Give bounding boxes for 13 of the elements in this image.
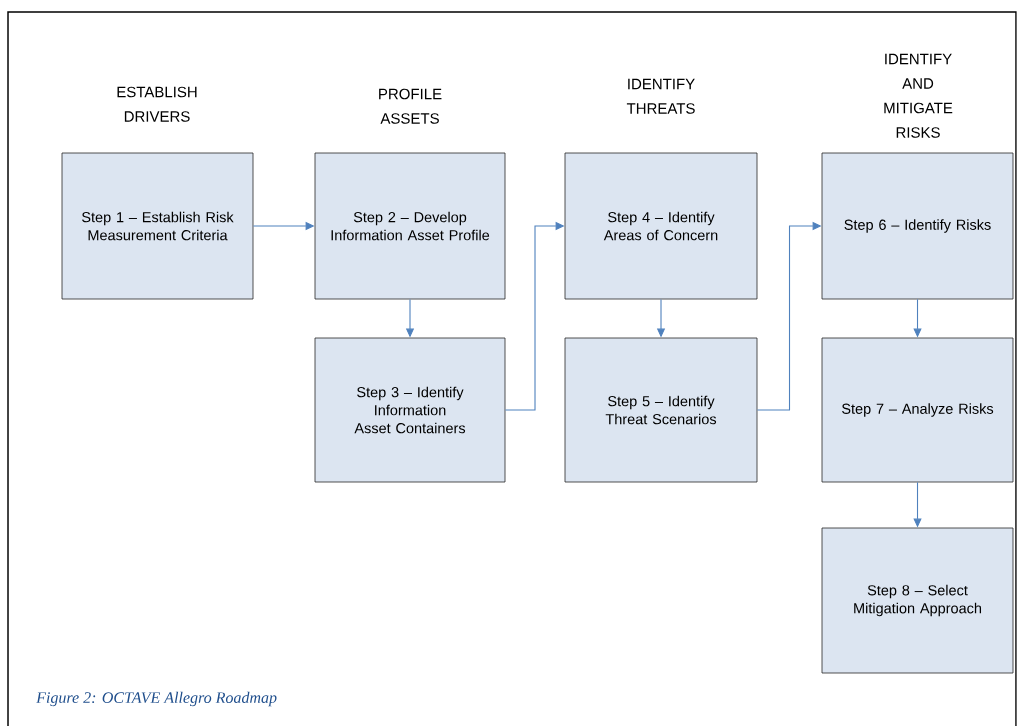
- column-heading: ESTABLISH DRIVERS: [117, 86, 197, 122]
- step-box: Step 5 – Identify Threat Scenarios: [564, 337, 758, 483]
- step-box: Step 7 – Analyze Risks: [821, 337, 1014, 483]
- step-box: Step 2 – Develop Information Asset Profile: [314, 152, 506, 300]
- step-box: Step 3 – Identify Information Asset Containers: [314, 337, 506, 483]
- figure-caption: Figure 2: OCTAVE Allegro Roadmap: [36, 691, 277, 707]
- step-box: Step 1 – Establish Risk Measurement Criteria: [61, 152, 254, 300]
- step-box: Step 6 – Identify Risks: [821, 152, 1014, 300]
- column-heading: IDENTIFY THREATS: [626, 78, 695, 114]
- step-box: Step 8 – Select Mitigation Approach: [821, 527, 1014, 674]
- step-box: Step 4 – Identify Areas of Concern: [564, 152, 758, 300]
- column-heading: PROFILE ASSETS: [379, 88, 442, 124]
- column-heading: IDENTIFY AND MITIGATE RISKS: [884, 53, 953, 138]
